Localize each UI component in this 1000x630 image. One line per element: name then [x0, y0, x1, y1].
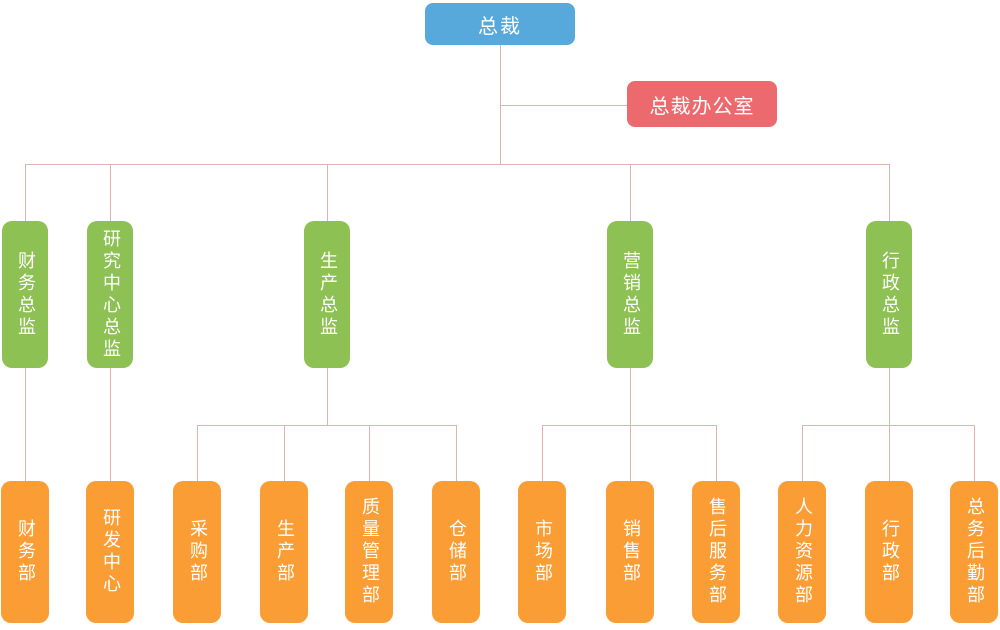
node-director-production-label: 生产总监 [317, 250, 338, 339]
node-dept-market: 市场部 [518, 481, 566, 623]
node-dept-after-sales-service: 售后服务部 [692, 481, 740, 623]
node-dept-purchasing: 采购部 [173, 481, 221, 623]
node-dept-finance: 财务部 [1, 481, 49, 623]
connector-line [974, 425, 975, 481]
node-dept-rnd-center-label: 研发中心 [100, 508, 121, 596]
node-dept-human-resources-label: 人力资源部 [792, 497, 813, 607]
node-dept-after-sales-service-label: 售后服务部 [706, 497, 727, 607]
node-dept-sales-label: 销售部 [620, 519, 641, 585]
node-dept-general-affairs-logistics: 总务后勤部 [950, 481, 998, 623]
node-director-finance: 财务总监 [2, 221, 48, 368]
node-president-office-label: 总裁办公室 [649, 93, 755, 118]
connector-line [889, 368, 890, 425]
node-dept-warehouse-label: 仓储部 [446, 519, 467, 585]
node-dept-purchasing-label: 采购部 [187, 519, 208, 585]
node-director-administration: 行政总监 [866, 221, 912, 368]
connector-line [197, 425, 456, 426]
node-dept-administration-label: 行政部 [879, 519, 900, 585]
node-director-research-center-label: 研究中心总监 [100, 228, 121, 361]
node-president-office: 总裁办公室 [627, 81, 777, 127]
node-director-marketing-label: 营销总监 [620, 250, 641, 339]
connector-line [110, 368, 111, 481]
connector-line [802, 425, 803, 481]
node-dept-warehouse: 仓储部 [432, 481, 480, 623]
node-dept-sales: 销售部 [606, 481, 654, 623]
connector-line [25, 164, 26, 221]
connector-line [802, 425, 974, 426]
connector-line [889, 425, 890, 481]
node-dept-production-label: 生产部 [274, 519, 295, 585]
connector-line [630, 368, 631, 425]
connector-line [284, 425, 285, 481]
connector-line [542, 425, 543, 481]
connector-line [456, 425, 457, 481]
connector-line [369, 425, 370, 481]
node-dept-quality-management: 质量管理部 [345, 481, 393, 623]
connector-line [500, 105, 627, 106]
node-director-research-center: 研究中心总监 [87, 221, 133, 368]
node-dept-production: 生产部 [260, 481, 308, 623]
connector-line [25, 368, 26, 481]
node-dept-general-affairs-logistics-label: 总务后勤部 [964, 497, 985, 607]
connector-line [25, 164, 889, 165]
node-director-administration-label: 行政总监 [879, 250, 900, 339]
node-director-production: 生产总监 [304, 221, 350, 368]
connector-line [716, 425, 717, 481]
connector-line [327, 164, 328, 221]
node-director-finance-label: 财务总监 [15, 250, 36, 339]
node-dept-quality-management-label: 质量管理部 [359, 497, 380, 607]
node-dept-human-resources: 人力资源部 [778, 481, 826, 623]
connector-line [110, 164, 111, 221]
connector-line [197, 425, 198, 481]
node-dept-administration: 行政部 [865, 481, 913, 623]
connector-line [889, 164, 890, 221]
connector-line [630, 425, 631, 481]
connector-line [500, 45, 501, 164]
connector-line [327, 368, 328, 425]
node-dept-market-label: 市场部 [532, 519, 553, 585]
node-president: 总裁 [425, 3, 575, 45]
connector-line [542, 425, 716, 426]
node-dept-finance-label: 财务部 [15, 519, 36, 585]
node-president-label: 总裁 [478, 13, 522, 38]
connector-line [630, 164, 631, 221]
node-dept-rnd-center: 研发中心 [86, 481, 134, 623]
node-director-marketing: 营销总监 [607, 221, 653, 368]
